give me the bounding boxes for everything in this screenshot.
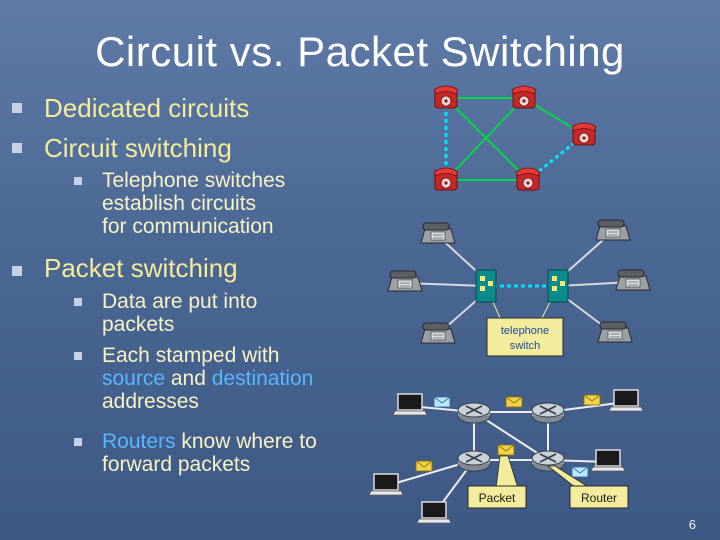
packet-envelope-icon: [497, 444, 515, 456]
sub-bullet-marker: [74, 352, 82, 360]
router-label: Router: [581, 491, 617, 505]
circuit-link: [445, 97, 525, 181]
packet-envelope-icon: [583, 394, 601, 406]
computer-icon: [416, 501, 452, 524]
router-callout: [569, 485, 629, 509]
telephone-icon: [511, 85, 537, 109]
packet-callout: [467, 485, 527, 509]
telephone-icon: [433, 167, 459, 191]
packet-envelope-icon: [571, 466, 589, 478]
circuit-mesh: [433, 85, 597, 191]
text-line: packets: [102, 313, 175, 336]
sub-bullet-marker: [74, 438, 82, 446]
text-line: Telephone switches: [102, 169, 286, 192]
computer-icon: [368, 473, 404, 496]
sub-bullet-marker: [74, 298, 82, 306]
telephone-switch-label-line: switch: [510, 340, 541, 352]
text-line: Data are put into: [102, 290, 258, 313]
bullet-packet-switching: Packet switching: [44, 253, 238, 283]
telephone-switch-icon: [547, 269, 569, 303]
text-line: source and destination: [102, 367, 313, 390]
text-line: Each stamped with: [102, 344, 313, 367]
packet-label: Packet: [479, 491, 516, 505]
bullet-dedicated-circuits: Dedicated circuits: [44, 93, 250, 123]
circuit-link: [445, 97, 529, 181]
sub-bullet-marker: [74, 177, 82, 185]
sub-bullet-routers-know: Routers know where to forward packets: [102, 430, 317, 476]
packet-envelope-icon: [415, 460, 433, 472]
sub-bullet-telephone-switches: Telephone switches establish circuits fo…: [102, 169, 285, 238]
computer-icon: [590, 449, 626, 472]
text: know where to: [175, 430, 317, 453]
desk-phone-icon: [595, 219, 631, 241]
desk-phone-icon: [387, 270, 423, 292]
routers-highlight: Routers: [102, 430, 176, 453]
router-network: Packet Router: [368, 389, 644, 524]
packet-envelope-icon: [505, 396, 523, 408]
bullet-circuit-switching: Circuit switching: [44, 133, 232, 163]
text: forward packets: [102, 453, 251, 476]
computer-icon: [608, 389, 644, 412]
desk-phone-icon: [597, 321, 633, 343]
telephone-switch-label-line: telephone: [501, 325, 549, 337]
text-line: for communication: [102, 215, 274, 238]
slide-number: 6: [688, 517, 696, 532]
router-icon: [457, 450, 491, 472]
source-highlight: source: [102, 367, 166, 390]
text-line: establish circuits: [102, 192, 257, 215]
packet-envelope-icon: [433, 396, 451, 408]
telephone-switch-icon: [475, 269, 497, 303]
telephone-switch-callout: [486, 317, 564, 357]
destination-highlight: destination: [211, 367, 314, 390]
telephone-switch-network: telephone switch: [387, 219, 651, 357]
text: Each stamped with: [102, 344, 280, 367]
sub-bullet-data-put-into-packets: Data are put into packets: [102, 290, 257, 336]
desk-phone-icon: [420, 322, 456, 344]
text-line: addresses: [102, 390, 313, 413]
desk-phone-icon: [615, 269, 651, 291]
router-icon: [531, 450, 565, 472]
telephone-icon: [433, 85, 459, 109]
bullet-marker: [12, 143, 22, 153]
computer-icon: [392, 393, 428, 416]
desk-phone-icon: [420, 222, 456, 244]
text: and: [165, 367, 212, 390]
telephone-icon: [515, 167, 541, 191]
sub-bullet-each-stamped: Each stamped with source and destination…: [102, 344, 313, 413]
telephone-icon: [571, 122, 597, 146]
text-line: forward packets: [102, 453, 317, 476]
text: addresses: [102, 390, 199, 413]
router-icon: [531, 402, 565, 424]
bullet-marker: [12, 266, 22, 276]
router-icon: [457, 402, 491, 424]
text-line: Routers know where to: [102, 430, 317, 453]
bullet-marker: [12, 103, 22, 113]
slide-title: Circuit vs. Packet Switching: [95, 28, 625, 75]
